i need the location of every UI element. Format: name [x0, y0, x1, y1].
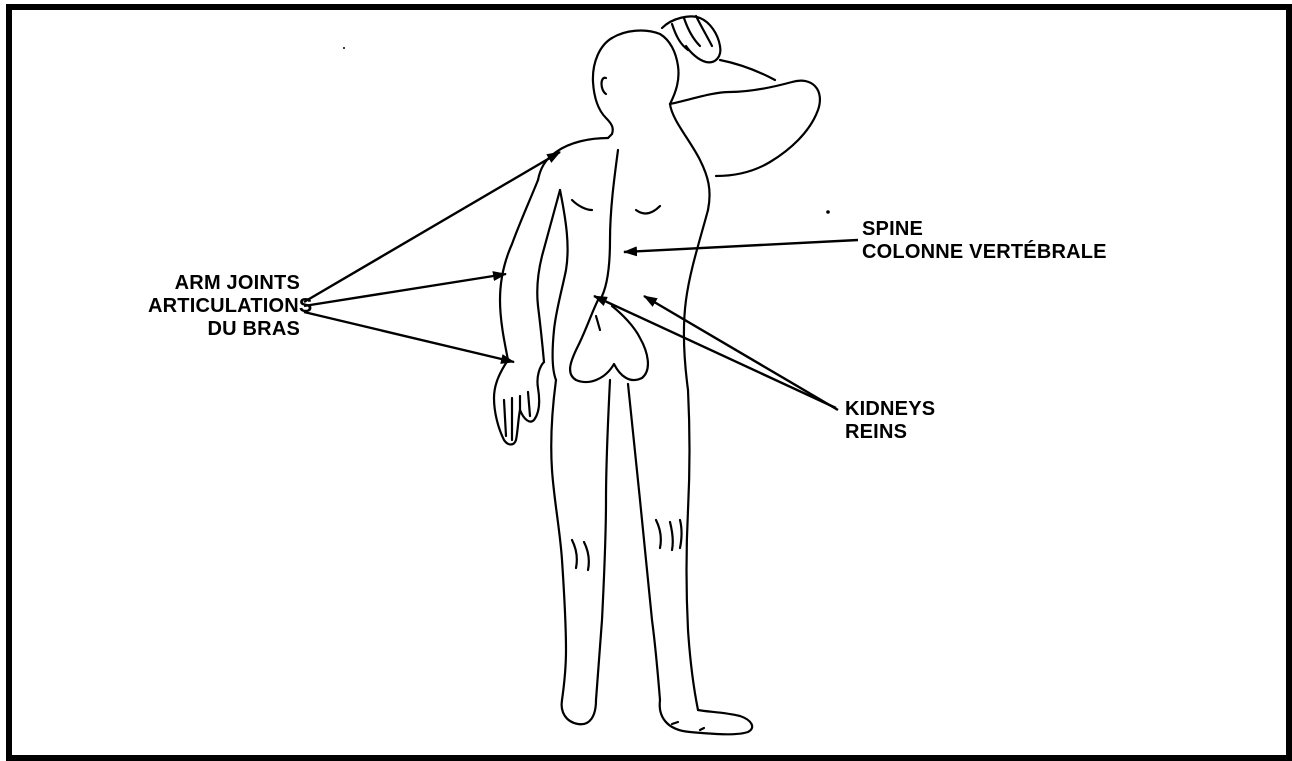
left-leg-outer [551, 380, 566, 700]
raised-arm-outer [670, 81, 820, 176]
label-kidneys-en: KIDNEYS [845, 398, 935, 421]
label-kidneys-fr: REINS [845, 421, 935, 444]
label-spine: SPINE COLONNE VERTÉBRALE [862, 218, 1107, 264]
left-arm-outer [500, 180, 538, 360]
arrow-arm-wrist [304, 312, 514, 362]
right-shoulder-back [670, 104, 710, 210]
left-shoulder-blade [572, 200, 592, 210]
torso-left [553, 190, 568, 380]
arrow-kidney-1 [594, 296, 836, 408]
right-leg-inner [628, 384, 660, 700]
right-foot [660, 700, 752, 734]
torso-right [684, 210, 708, 390]
left-arm-inner [537, 190, 560, 362]
label-spine-en: SPINE [862, 218, 1107, 241]
label-arm-joints-fr-2: DU BRAS [148, 318, 300, 341]
label-spine-fr: COLONNE VERTÉBRALE [862, 241, 1107, 264]
head-top [612, 31, 679, 104]
ear [602, 78, 607, 94]
arrow-kidney-2 [644, 296, 838, 410]
spine-line [600, 150, 618, 300]
label-kidneys: KIDNEYS REINS [845, 398, 935, 444]
label-arm-joints-fr-1: ARTICULATIONS [148, 295, 300, 318]
buttocks [570, 300, 648, 382]
glute-crease [596, 316, 600, 330]
arrow-arm-shoulder [304, 152, 560, 302]
right-leg-outer [687, 390, 699, 710]
arrow-arm-elbow [304, 274, 506, 306]
raised-arm-inner [720, 60, 775, 80]
calf-lines [572, 520, 682, 570]
hand-on-head [662, 16, 720, 62]
label-arm-joints: ARM JOINTS ARTICULATIONS DU BRAS [148, 272, 300, 341]
label-arm-joints-en: ARM JOINTS [148, 272, 300, 295]
left-leg-inner [596, 380, 610, 700]
arrow-spine [624, 240, 858, 252]
left-foot [562, 700, 596, 724]
right-shoulder-blade [636, 206, 660, 213]
